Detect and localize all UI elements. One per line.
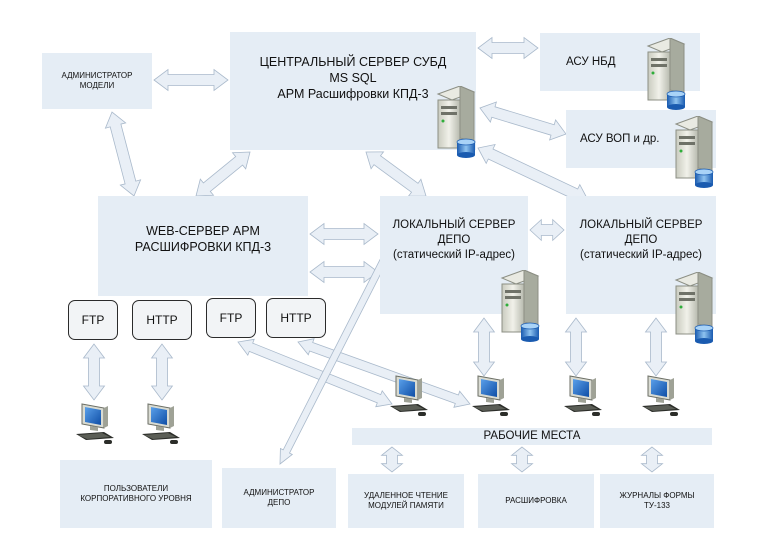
bidirectional-arrow — [477, 36, 539, 60]
bidirectional-arrow — [153, 68, 229, 92]
admin-model-label: АДМИНИСТРАТОР МОДЕЛИ — [61, 71, 133, 90]
remote-read-box: УДАЛЕННОЕ ЧТЕНИЕ МОДУЛЕЙ ПАМЯТИ — [348, 474, 464, 528]
http-protocol-label-1: HTTP — [146, 313, 178, 327]
bidirectional-arrow — [237, 338, 393, 408]
local-depot-server-2-label: ЛОКАЛЬНЫЙ СЕРВЕР ДЕПО (статический IP-ад… — [579, 218, 703, 261]
decoding-box: РАСШИФРОВКА — [478, 474, 594, 528]
bidirectional-arrow — [150, 343, 174, 401]
central-server-box: ЦЕНТРАЛЬНЫЙ СЕРВЕР СУБД MS SQL АРМ Расши… — [230, 32, 476, 150]
central-server-label: ЦЕНТРАЛЬНЫЙ СЕРВЕР СУБД MS SQL АРМ Расши… — [259, 55, 447, 101]
decoding-label: РАСШИФРОВКА — [505, 496, 567, 505]
database-server-icon — [674, 272, 714, 344]
bidirectional-arrow — [510, 446, 534, 473]
bidirectional-arrow — [365, 151, 427, 197]
admin-model-box: АДМИНИСТРАТОР МОДЕЛИ — [42, 53, 152, 109]
computer-workstation-icon — [390, 375, 428, 416]
journals-label: ЖУРНАЛЫ ФОРМЫ ТУ-133 — [619, 491, 695, 510]
ftp-protocol-box-1: FTP — [68, 300, 118, 340]
workplaces-bar: РАБОЧИЕ МЕСТА — [352, 428, 712, 445]
computer-workstation-icon — [564, 375, 602, 416]
asu-nbd-label: АСУ НБД — [566, 55, 616, 68]
local-depot-server-1-box: ЛОКАЛЬНЫЙ СЕРВЕР ДЕПО (статический IP-ад… — [380, 196, 528, 314]
corp-users-box: ПОЛЬЗОВАТЕЛИ КОРПОРАТИВНОГО УРОВНЯ — [60, 460, 212, 528]
bidirectional-arrow — [297, 338, 471, 408]
bidirectional-arrow — [479, 101, 567, 141]
bidirectional-arrow — [564, 317, 588, 377]
workplaces-label: РАБОЧИЕ МЕСТА — [483, 430, 581, 442]
database-server-icon — [674, 116, 714, 188]
http-protocol-label-2: HTTP — [280, 311, 312, 325]
bidirectional-arrow — [529, 218, 565, 242]
remote-read-label: УДАЛЕННОЕ ЧТЕНИЕ МОДУЛЕЙ ПАМЯТИ — [364, 491, 448, 510]
database-server-icon — [500, 270, 540, 342]
ftp-protocol-label-2: FTP — [219, 311, 243, 325]
admin-depot-label: АДМИНИСТРАТОР ДЕПО — [243, 488, 315, 507]
bidirectional-arrow — [644, 317, 668, 377]
connection-arrows — [82, 36, 668, 473]
web-server-box: WEB-СЕРВЕР АРМ РАСШИФРОВКИ КПД-3 — [98, 196, 308, 296]
http-protocol-box-2: HTTP — [266, 298, 326, 338]
local-depot-server-1-label: ЛОКАЛЬНЫЙ СЕРВЕР ДЕПО (статический IP-ад… — [392, 218, 516, 261]
bidirectional-arrow — [195, 151, 251, 197]
corp-users-label: ПОЛЬЗОВАТЕЛИ КОРПОРАТИВНОГО УРОВНЯ — [80, 484, 192, 503]
computer-workstation-icon — [142, 403, 180, 444]
bidirectional-arrow — [380, 446, 404, 473]
admin-depot-box: АДМИНИСТРАТОР ДЕПО — [222, 468, 336, 528]
bidirectional-arrow — [309, 222, 379, 246]
bidirectional-arrow — [472, 317, 496, 377]
ftp-protocol-label-1: FTP — [81, 313, 105, 327]
database-server-icon — [436, 86, 476, 158]
web-server-label: WEB-СЕРВЕР АРМ РАСШИФРОВКИ КПД-3 — [134, 224, 272, 254]
asu-vop-label: АСУ ВОП и др. — [580, 132, 660, 145]
database-server-icon — [646, 38, 686, 110]
bidirectional-arrow — [82, 343, 106, 401]
computer-workstation-icon — [642, 375, 680, 416]
bidirectional-arrow — [104, 111, 142, 197]
http-protocol-box-1: HTTP — [132, 300, 192, 340]
ftp-protocol-box-2: FTP — [206, 298, 256, 338]
bidirectional-arrow — [309, 260, 379, 284]
bidirectional-arrow — [640, 446, 664, 473]
computer-workstation-icon — [76, 403, 114, 444]
computer-workstation-icon — [472, 375, 510, 416]
journals-box: ЖУРНАЛЫ ФОРМЫ ТУ-133 — [600, 474, 714, 528]
